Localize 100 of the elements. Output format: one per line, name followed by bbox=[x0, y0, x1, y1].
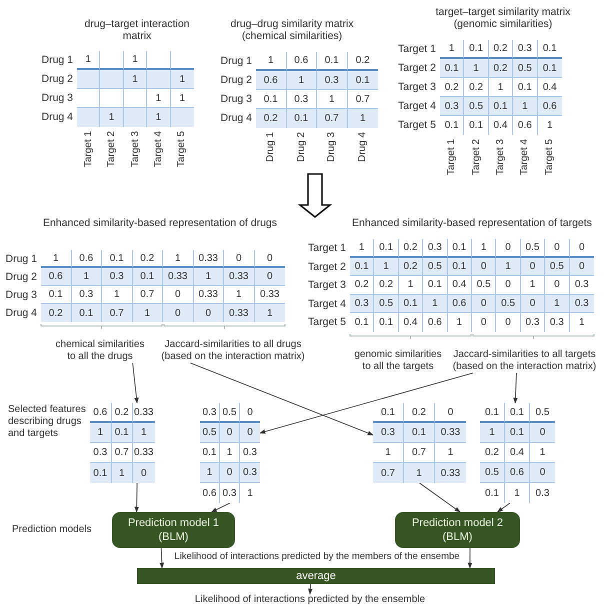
table-cell: 1 bbox=[496, 258, 521, 276]
table-cell: 0.6 bbox=[256, 71, 286, 90]
table-cell: 1 bbox=[133, 423, 154, 443]
table-cell: 0.6 bbox=[286, 52, 317, 71]
row-label: Drug 1 bbox=[40, 53, 73, 68]
table-cell: 0 bbox=[224, 250, 254, 268]
table-cell: 0.1 bbox=[317, 52, 348, 71]
caption-text: Likelihood of interactions predicted by the ensemble bbox=[150, 594, 470, 606]
table-cell: 0.1 bbox=[448, 239, 472, 258]
column-label: Drug 3 bbox=[326, 132, 338, 164]
arrow bbox=[134, 482, 139, 513]
table-cell: 0.1 bbox=[41, 286, 72, 304]
table-cell: 0.4 bbox=[538, 78, 562, 97]
column-label: Target 4 bbox=[152, 131, 165, 170]
table-cell: 0.6 bbox=[41, 268, 72, 286]
table-cell: 0.4 bbox=[448, 276, 472, 294]
table-cell: 1 bbox=[194, 268, 224, 286]
table-cell: 1 bbox=[404, 463, 435, 483]
table-cell: 0.2 bbox=[488, 40, 514, 59]
arrow bbox=[190, 362, 374, 436]
table-cell: 0 bbox=[472, 294, 496, 313]
caption-text: genomic similarities to all the targets bbox=[353, 349, 443, 373]
table-cell: 0.2 bbox=[488, 59, 514, 78]
table-cell: 1 bbox=[480, 423, 505, 443]
row-label: Drug 4 bbox=[40, 110, 73, 125]
table-cell: 0 bbox=[472, 258, 496, 276]
table-cell: 0.7 bbox=[112, 443, 133, 463]
table-cell: 0 bbox=[570, 239, 594, 258]
table-cell: 0.1 bbox=[480, 483, 505, 503]
row-label: Drug 3 bbox=[219, 92, 252, 107]
table-cell: 0.3 bbox=[530, 483, 555, 503]
table-cell: 1 bbox=[254, 304, 285, 322]
table-cell: 1 bbox=[163, 250, 194, 268]
table-cell: 0.1 bbox=[440, 59, 464, 78]
table-cell: 0 bbox=[240, 423, 260, 443]
table-cell: 0.1 bbox=[488, 97, 514, 116]
table-cell: 0.3 bbox=[350, 294, 374, 313]
table-cell: 0.2 bbox=[256, 109, 286, 128]
table-cell: 1 bbox=[570, 313, 594, 332]
caption-text: Jaccard-similarities to all targets (based on the interaction matrix) bbox=[444, 349, 605, 373]
table-cell: 1 bbox=[90, 423, 112, 443]
table-cell: 0.2 bbox=[398, 258, 424, 276]
column-label: Target 2 bbox=[470, 139, 483, 178]
table-cell: 0.6 bbox=[505, 463, 530, 483]
table-cell: 0 bbox=[496, 239, 521, 258]
table-cell: 1 bbox=[464, 59, 489, 78]
table-cell: 1 bbox=[256, 52, 286, 71]
table-cell: 1 bbox=[100, 108, 124, 127]
arrow bbox=[132, 362, 139, 404]
table-cell: 0.33 bbox=[133, 443, 154, 463]
table-cell: 0.5 bbox=[472, 276, 496, 294]
table-cell: 0.33 bbox=[133, 403, 154, 423]
row-label: Drug 1 bbox=[4, 252, 37, 267]
table-cell: 0.33 bbox=[224, 268, 254, 286]
table-cell: 0.7 bbox=[348, 90, 378, 109]
average-bar: average bbox=[137, 568, 495, 584]
table-cell: 1 bbox=[147, 89, 171, 108]
row-label: Target 4 bbox=[307, 296, 346, 312]
table-cell: 0.7 bbox=[132, 286, 163, 304]
column-label: Drug 2 bbox=[296, 132, 308, 164]
table-cell: 1 bbox=[545, 294, 570, 313]
table-cell: 0.3 bbox=[200, 403, 220, 423]
table-cell: 1 bbox=[72, 268, 102, 286]
table-cell: 0.7 bbox=[102, 304, 132, 322]
annotation-text: Likelihood of interactions predicted by the members of the ensembe bbox=[173, 551, 461, 563]
table-cell: 0.1 bbox=[538, 59, 562, 78]
table-cell: 0.33 bbox=[435, 463, 466, 483]
table-cell: 0 bbox=[163, 286, 194, 304]
table-cell: 0.1 bbox=[286, 109, 317, 128]
table-cell: 0.3 bbox=[286, 90, 317, 109]
row-label: Drug 3 bbox=[40, 91, 73, 106]
table-cell: 0.1 bbox=[374, 239, 399, 258]
table-cell: 1 bbox=[286, 71, 317, 90]
table-cell: 0.5 bbox=[480, 463, 505, 483]
column-label: Target 1 bbox=[82, 131, 95, 170]
table-cell: 0.2 bbox=[480, 443, 505, 463]
table-cell: 1 bbox=[538, 116, 562, 135]
table-cell: 0.1 bbox=[448, 258, 472, 276]
table-cell: 0.6 bbox=[448, 294, 472, 313]
table-cell: 1 bbox=[513, 97, 538, 116]
table-cell: 0.6 bbox=[200, 483, 220, 503]
table-cell: 0.3 bbox=[102, 268, 132, 286]
table-cell: 0.6 bbox=[90, 403, 112, 423]
table-cell: 0.1 bbox=[440, 116, 464, 135]
table-cell: 0.1 bbox=[200, 443, 220, 463]
table-cell: 0.1 bbox=[102, 250, 132, 268]
table-cell: 0.1 bbox=[350, 313, 374, 332]
table-cell: 0 bbox=[254, 250, 285, 268]
table-cell: 0.3 bbox=[90, 443, 112, 463]
row-label: Drug 2 bbox=[4, 270, 37, 285]
row-label: Target 5 bbox=[307, 315, 346, 330]
table-cell: 0.4 bbox=[505, 443, 530, 463]
table-cell: 0.1 bbox=[464, 40, 489, 59]
table-cell: 1 bbox=[440, 40, 464, 59]
table-cell: 1 bbox=[200, 463, 220, 483]
table-cell: 0.3 bbox=[513, 40, 538, 59]
table-cell: 0.1 bbox=[132, 268, 163, 286]
table-cell: 0 bbox=[220, 463, 240, 483]
row-label: Drug 4 bbox=[219, 111, 252, 126]
table-cell: 1 bbox=[472, 239, 496, 258]
